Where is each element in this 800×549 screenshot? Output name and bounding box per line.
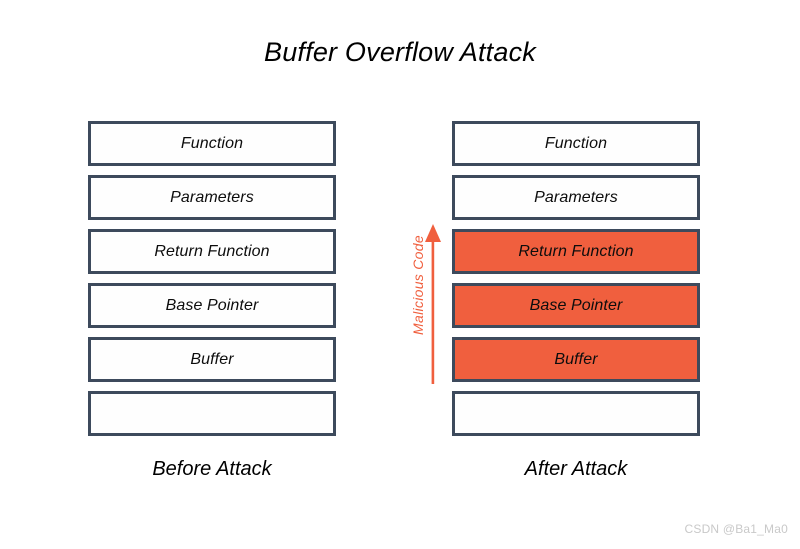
stack-cell-label: Function xyxy=(544,134,608,152)
stack-cell-before-5 xyxy=(88,391,336,436)
stack-cell-after-0: Function xyxy=(452,121,700,166)
stack-cell-label: Parameters xyxy=(170,188,254,206)
page-title: Buffer Overflow Attack xyxy=(264,37,536,67)
stack-cell-label: Base Pointer xyxy=(165,296,259,314)
stack-cell-before-2: Return Function xyxy=(88,229,336,274)
stack-cell-label: Buffer xyxy=(190,350,234,368)
stack-before-attack: Function Parameters Return Function Base… xyxy=(88,121,336,436)
stack-cell-after-5 xyxy=(452,391,700,436)
stack-cell-before-3: Base Pointer xyxy=(88,283,336,328)
stack-cell-label: Parameters xyxy=(534,188,618,206)
stack-cell-label: Buffer xyxy=(554,350,598,368)
stack-cell-label: Function xyxy=(180,134,244,152)
caption-before-attack: Before Attack xyxy=(152,458,272,480)
stack-cell-label: Base Pointer xyxy=(529,296,623,314)
stack-cell-after-2: Return Function xyxy=(452,229,700,274)
stack-cell-label: Return Function xyxy=(154,242,270,260)
stack-cell-before-0: Function xyxy=(88,121,336,166)
stack-cell-after-3: Base Pointer xyxy=(452,283,700,328)
stack-after-attack: Function Parameters Return Function Base… xyxy=(452,121,700,436)
watermark: CSDN @Ba1_Ma0 xyxy=(684,522,788,536)
stack-cell-after-1: Parameters xyxy=(452,175,700,220)
caption-after-attack: After Attack xyxy=(524,458,628,480)
stack-cell-label: Return Function xyxy=(518,242,634,260)
up-arrow-icon xyxy=(425,224,441,384)
stack-cell-before-4: Buffer xyxy=(88,337,336,382)
malicious-code-annotation: Malicious Code xyxy=(398,222,444,384)
stack-cell-before-1: Parameters xyxy=(88,175,336,220)
stack-cell-after-4: Buffer xyxy=(452,337,700,382)
